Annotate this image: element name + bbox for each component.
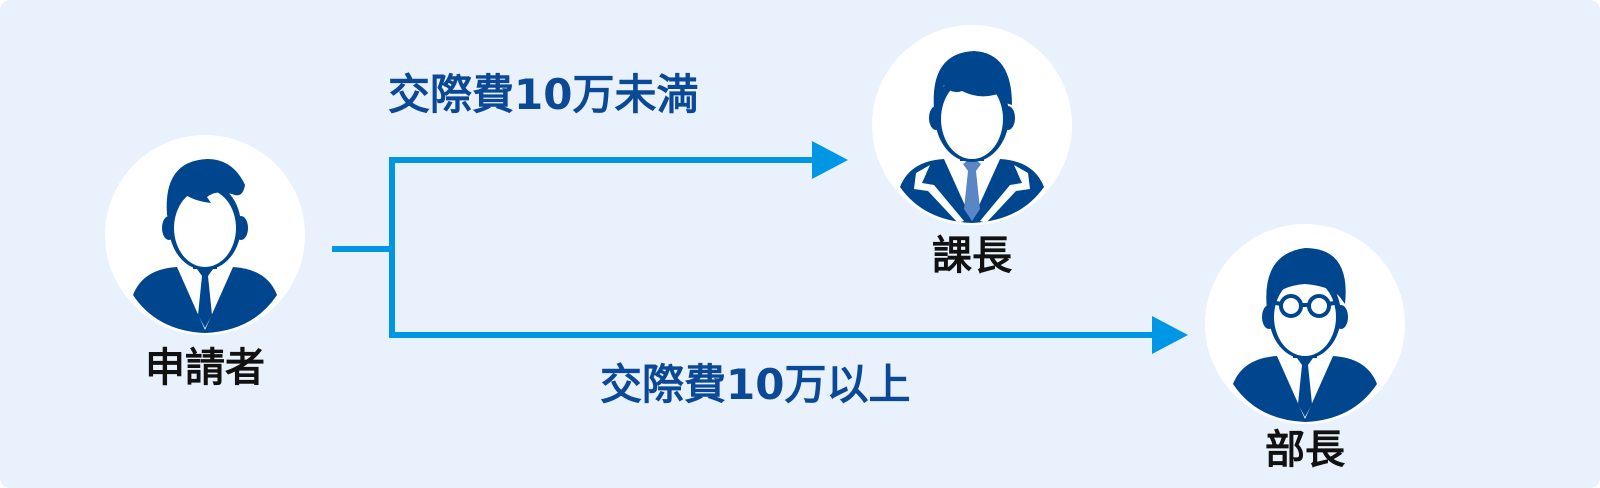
applicant-label: 申請者 (145, 345, 265, 391)
department-head-with-glasses-icon (1233, 248, 1377, 422)
section-chief-avatar (872, 25, 1072, 225)
condition-label-under-100k: 交際費10万未満 (388, 70, 699, 119)
condition-label-over-100k: 交際費10万以上 (600, 360, 911, 409)
applicant-avatar (105, 135, 305, 335)
section-chief-icon (900, 51, 1044, 223)
department-head-label: 部長 (1265, 427, 1345, 473)
department-head-avatar (1205, 224, 1405, 424)
section-chief-label: 課長 (932, 233, 1012, 279)
businessman-icon (133, 159, 277, 333)
arrowhead-lower (1152, 316, 1188, 354)
arrowhead-upper (812, 141, 848, 179)
